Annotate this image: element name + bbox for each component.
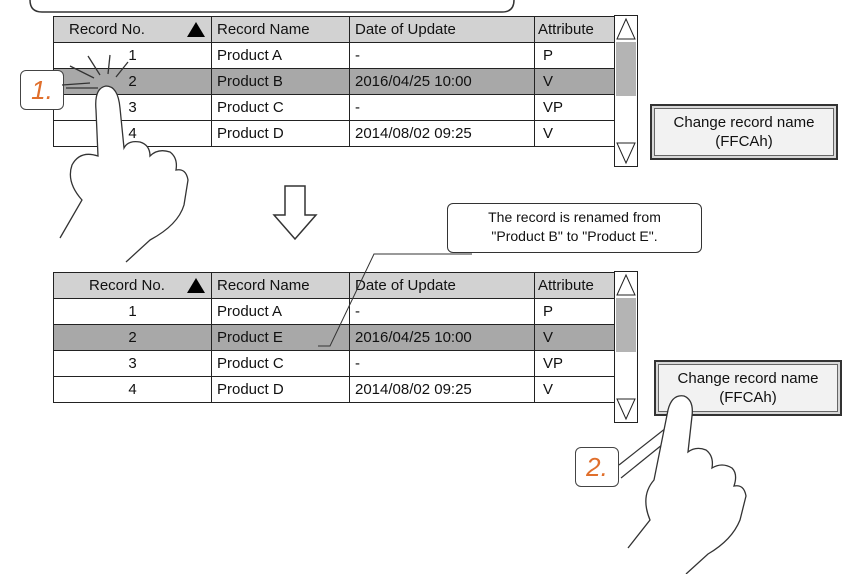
cell-date: 2016/04/25 10:00 [349, 324, 535, 351]
step-2-label: 2. [575, 447, 619, 487]
table-row[interactable]: 1 Product A - P [53, 42, 616, 69]
cell-record-name: Product A [211, 42, 350, 69]
tap-indicator [61, 54, 129, 86]
cell-record-name: Product D [211, 120, 350, 147]
cell-record-no: 3 [53, 94, 212, 121]
cell-attribute: V [534, 376, 616, 403]
callout-leader-line [318, 253, 472, 347]
cell-record-no: 3 [53, 350, 212, 377]
header-record-no-label: Record No. [69, 21, 145, 38]
callout-line1: The record is renamed from [488, 209, 661, 225]
record-table-before: Record No. Record Name Date of Update At… [53, 16, 616, 147]
cell-attribute: V [534, 120, 616, 147]
cell-date: 2014/08/02 09:25 [349, 120, 535, 147]
cell-date: - [349, 42, 535, 69]
down-arrow-icon [272, 185, 318, 241]
cell-attribute: P [534, 42, 616, 69]
header-record-no[interactable]: Record No. [53, 272, 212, 299]
scrollbar-arrows [616, 17, 636, 165]
table-row[interactable]: 4 Product D 2014/08/02 09:25 V [53, 376, 616, 403]
scrollbar-before[interactable] [614, 15, 638, 167]
pointing-hand-icon [627, 395, 747, 574]
step-2-pointer [618, 427, 667, 466]
scroll-down-arrow-icon[interactable] [616, 142, 636, 165]
table-header-row: Record No. Record Name Date of Update At… [53, 16, 616, 43]
button-label-line2: (FFCAh) [715, 133, 773, 150]
cell-date: 2016/04/25 10:00 [349, 68, 535, 95]
table-row[interactable]: 3 Product C - VP [53, 94, 616, 121]
scrollbar-after[interactable] [614, 271, 638, 423]
button-label-line2: (FFCAh) [719, 389, 777, 406]
callout-line2: "Product B" to "Product E". [491, 228, 658, 244]
scroll-down-arrow-icon[interactable] [616, 398, 636, 421]
step-1-label: 1. [20, 70, 64, 110]
cell-record-no: 2 [53, 324, 212, 351]
header-record-name[interactable]: Record Name [211, 16, 350, 43]
button-label-line1: Change record name [677, 370, 819, 387]
header-record-no-label: Record No. [89, 277, 165, 294]
cell-record-no: 2 [53, 68, 212, 95]
cell-date: 2014/08/02 09:25 [349, 376, 535, 403]
cell-record-no: 4 [53, 376, 212, 403]
scroll-up-arrow-icon[interactable] [616, 273, 636, 296]
change-record-name-button[interactable]: Change record name (FFCAh) [650, 104, 838, 160]
cell-record-no: 4 [53, 120, 212, 147]
cell-record-name: Product C [211, 350, 350, 377]
cell-record-name: Product A [211, 298, 350, 325]
top-frame-edge [29, 0, 515, 13]
sort-ascending-triangle-icon[interactable] [187, 22, 205, 37]
sort-ascending-triangle-icon[interactable] [187, 278, 205, 293]
scroll-thumb[interactable] [616, 298, 636, 352]
button-face: Change record name (FFCAh) [654, 108, 834, 156]
pointing-hand-icon [59, 85, 189, 263]
cell-record-name: Product D [211, 376, 350, 403]
cell-attribute: P [534, 298, 616, 325]
header-attribute[interactable]: Attribute [534, 272, 616, 299]
rename-callout: The record is renamed from "Product B" t… [447, 203, 702, 253]
table-header-row: Record No. Record Name Date of Update At… [53, 272, 616, 299]
table-row[interactable]: 4 Product D 2014/08/02 09:25 V [53, 120, 616, 147]
scroll-thumb[interactable] [616, 42, 636, 96]
header-record-name[interactable]: Record Name [211, 272, 350, 299]
cell-date: - [349, 350, 535, 377]
scrollbar-arrows [616, 273, 636, 421]
header-record-no[interactable]: Record No. [53, 16, 212, 43]
button-label-line1: Change record name [673, 114, 815, 131]
scroll-up-arrow-icon[interactable] [616, 17, 636, 40]
cell-attribute: V [534, 68, 616, 95]
table-row[interactable]: 3 Product C - VP [53, 350, 616, 377]
